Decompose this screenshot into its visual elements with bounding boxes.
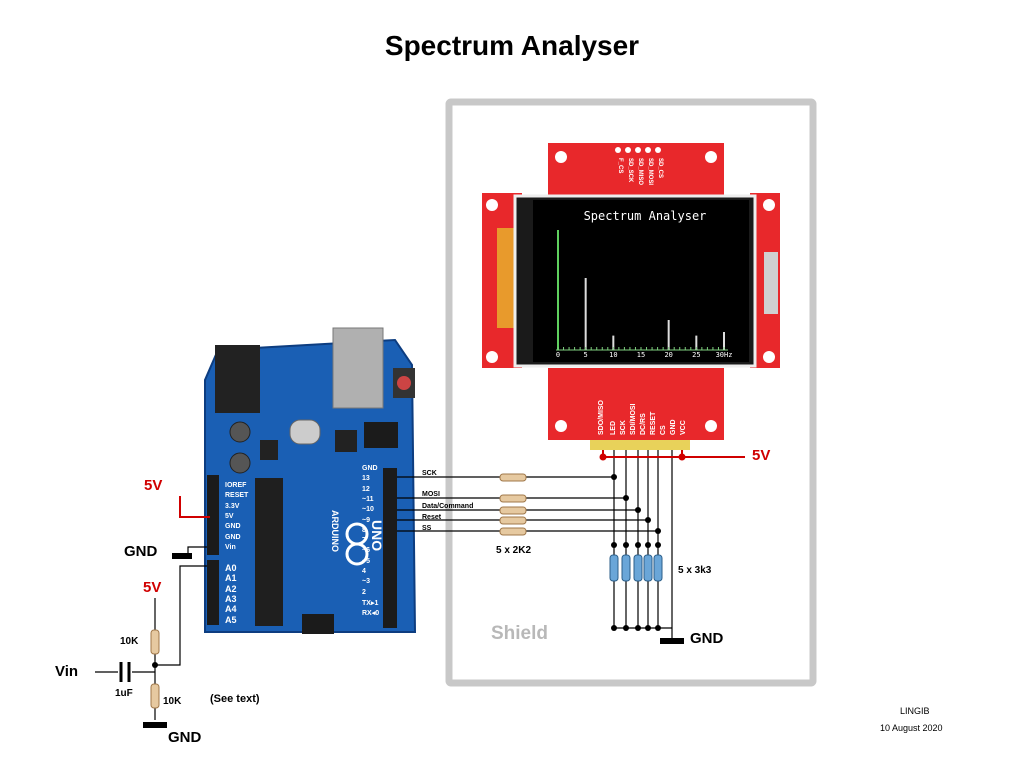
label-series-resistors: 5 x 2K2: [496, 545, 532, 556]
display-header-pin-label: GND: [670, 419, 677, 435]
label-5v-display: 5V: [752, 447, 771, 464]
signal-ss: SS: [422, 525, 432, 532]
series-resistors: [499, 473, 527, 536]
pulldown-resistors: [609, 554, 663, 582]
label-gnd-arduino: GND: [124, 543, 158, 560]
spectrum-plot: [556, 230, 728, 351]
arduino-power-pin-label: 5V: [225, 512, 234, 520]
screen-tick-label: 5: [584, 351, 588, 359]
display-header-pin-label: CS: [660, 425, 667, 435]
arduino-digital-pin-label: GND: [362, 465, 378, 472]
shield-label: Shield: [491, 623, 549, 644]
arduino-analog-pin-label: A1: [225, 573, 237, 584]
label-gnd-shield: GND: [690, 630, 724, 647]
signal-mosi: MOSI: [422, 491, 440, 498]
screen-tick-label: 10: [609, 351, 617, 359]
arduino-digital-pin-label: ~3: [362, 578, 370, 586]
label-vin: Vin: [55, 663, 79, 680]
arduino-power-pin-label: IOREF: [225, 482, 247, 489]
credit-date: 10 August 2020: [880, 723, 943, 733]
signal-reset: Reset: [422, 514, 442, 521]
label-r-top: 10K: [120, 636, 139, 647]
arduino-brand: ARDUINO: [330, 510, 340, 552]
screen-tick-label: 0: [556, 351, 560, 359]
arduino-digital-pin-label: ~10: [362, 506, 374, 514]
arduino-analog-pin-label: A2: [225, 583, 237, 594]
arduino-power-pin-label: 3.3V: [225, 502, 240, 510]
shield-outline: [445, 98, 817, 687]
arduino-digital-pin-label: ~5: [362, 557, 370, 565]
display-top-pin-label: SD_MISO: [637, 158, 643, 186]
arduino-power-pin-label: Vin: [225, 543, 236, 551]
arduino-model: UNO: [369, 520, 385, 552]
arduino-analog-pin-label: A5: [225, 614, 237, 625]
arduino-power-pin-label: RESET: [225, 492, 249, 500]
signal-sck: SCK: [422, 470, 437, 477]
label-pulldown-resistors: 5 x 3k3: [678, 565, 712, 576]
display-top-pin-label: F_CS: [617, 158, 623, 174]
junction-dots: [611, 474, 661, 631]
display-top-pin-label: SD_CS: [657, 158, 663, 179]
label-5v-input: 5V: [143, 579, 162, 596]
display-header-pin-label: SDI/MOSI: [630, 403, 637, 435]
arduino-digital-pin-label: ~11: [362, 495, 374, 503]
screen-tick-label: 25: [692, 351, 700, 359]
display-header-pin-label: SCK: [620, 420, 627, 435]
screen-tick-label: 30Hz: [716, 351, 733, 359]
label-gnd-input: GND: [168, 729, 202, 746]
label-capacitor: 1uF: [115, 688, 133, 699]
display-top-pin-label: SD_SCK: [627, 158, 633, 183]
arduino-digital-pin-label: 8: [362, 526, 366, 534]
arduino-analog-pin-label: A4: [225, 604, 237, 615]
arduino-power-pin-label: GND: [225, 523, 241, 531]
display-header-pin-label: LED: [610, 421, 617, 435]
arduino-board: [204, 327, 417, 634]
arduino-digital-pin-label: 4: [362, 568, 366, 575]
arduino-analog-pin-label: A0: [225, 563, 237, 573]
display-header-pin-label: DC/RS: [640, 413, 647, 435]
display-top-pin-label: SD_MOSI: [647, 158, 653, 186]
screen-axis-ticks: 0 5 10 15 20 25 30Hz: [556, 351, 733, 359]
display-header-pin-label: SDO/MISO: [598, 399, 605, 435]
arduino-digital-pin-label: 2: [362, 588, 366, 596]
arduino-analog-pin-label: A3: [225, 593, 237, 604]
arduino-digital-pin-label: 12: [362, 485, 370, 493]
credit-author: LINGIB: [900, 706, 930, 716]
tft-module: [482, 143, 780, 450]
label-5v-arduino: 5V: [144, 477, 163, 494]
screen-tick-label: 20: [664, 351, 672, 359]
signal-data-command: Data/Command: [422, 503, 474, 510]
label-see-text: (See text): [210, 693, 260, 705]
screen-title: Spectrum Analyser: [584, 209, 707, 223]
screen-tick-label: 15: [637, 351, 645, 359]
arduino-digital-pin-label: RX◂0: [362, 610, 380, 618]
arduino-digital-pin-label: 7: [362, 537, 366, 545]
label-r-bottom: 10K: [163, 696, 182, 707]
arduino-digital-pin-label: 13: [362, 475, 370, 483]
page-title: Spectrum Analyser: [384, 30, 640, 61]
arduino-power-pin-label: GND: [225, 533, 241, 541]
display-header-pin-label: RESET: [650, 411, 657, 435]
arduino-digital-pin-label: ~6: [362, 547, 370, 555]
arduino-digital-pin-label: ~9: [362, 516, 370, 524]
arduino-digital-pin-label: TX▸1: [362, 599, 379, 607]
display-header-pin-label: VCC: [680, 420, 687, 435]
